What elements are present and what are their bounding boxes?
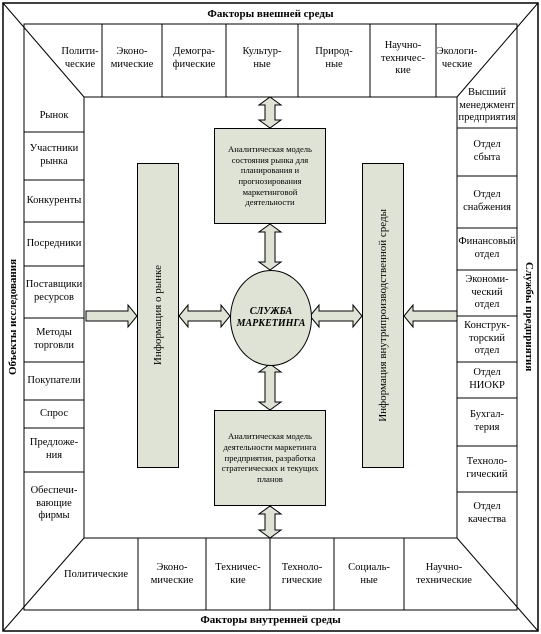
internal-factor-cell: Техноло-гические bbox=[281, 562, 323, 586]
internal-factor-cell: Техничес-кие bbox=[215, 562, 261, 586]
arrow-services-to-internal-bar bbox=[403, 303, 458, 329]
internal-info-bar: Информация внутрипроизводственной среды bbox=[362, 163, 404, 468]
research-object-cell: Посредники bbox=[26, 237, 82, 249]
top-label: Факторы внешней среды bbox=[207, 8, 334, 20]
research-object-cell: Спрос bbox=[39, 407, 69, 419]
enterprise-service-cell: Техноло-гический bbox=[466, 456, 508, 480]
research-object-cell: Конкуренты bbox=[26, 194, 82, 206]
external-factor-cell: Полити-ческие bbox=[61, 46, 99, 70]
internal-factor-cell: Эконо-мические bbox=[150, 562, 194, 586]
external-factor-cell: Демогра-фические bbox=[172, 46, 216, 70]
enterprise-service-cell: Бухгал-терия bbox=[469, 409, 505, 433]
arrow-model-to-bottom bbox=[257, 505, 283, 539]
research-object-cell: Предложе-ния bbox=[29, 437, 79, 461]
market-model-box: Аналитическая модель состояния рынка для… bbox=[214, 128, 326, 224]
bottom-label: Факторы внутренней среды bbox=[200, 614, 341, 626]
internal-factor-cell: Социаль-ные bbox=[348, 562, 390, 586]
right-label: Службы предприятия bbox=[523, 262, 535, 372]
external-factor-cell: Экологи-ческие bbox=[436, 46, 478, 70]
research-object-cell: Покупатели bbox=[27, 374, 81, 386]
external-factor-cell: Эконо-мические bbox=[110, 46, 154, 70]
external-factor-cell: Научно-техничес-кие bbox=[381, 39, 425, 77]
external-factor-cell: Природ-ные bbox=[315, 46, 353, 70]
internal-factor-cell: Научно-технические bbox=[416, 562, 472, 586]
research-object-cell: Рынок bbox=[39, 109, 69, 121]
internal-factor-cell: Политические bbox=[63, 568, 128, 580]
left-label: Объекты исследования bbox=[7, 258, 19, 376]
market-info-bar: Информация о рынке bbox=[137, 163, 179, 468]
activity-model-box: Аналитическая модель деятельности маркет… bbox=[214, 410, 326, 506]
arrow-objects-to-market-bar bbox=[85, 303, 138, 329]
external-factor-cell: Культур-ные bbox=[242, 46, 282, 70]
